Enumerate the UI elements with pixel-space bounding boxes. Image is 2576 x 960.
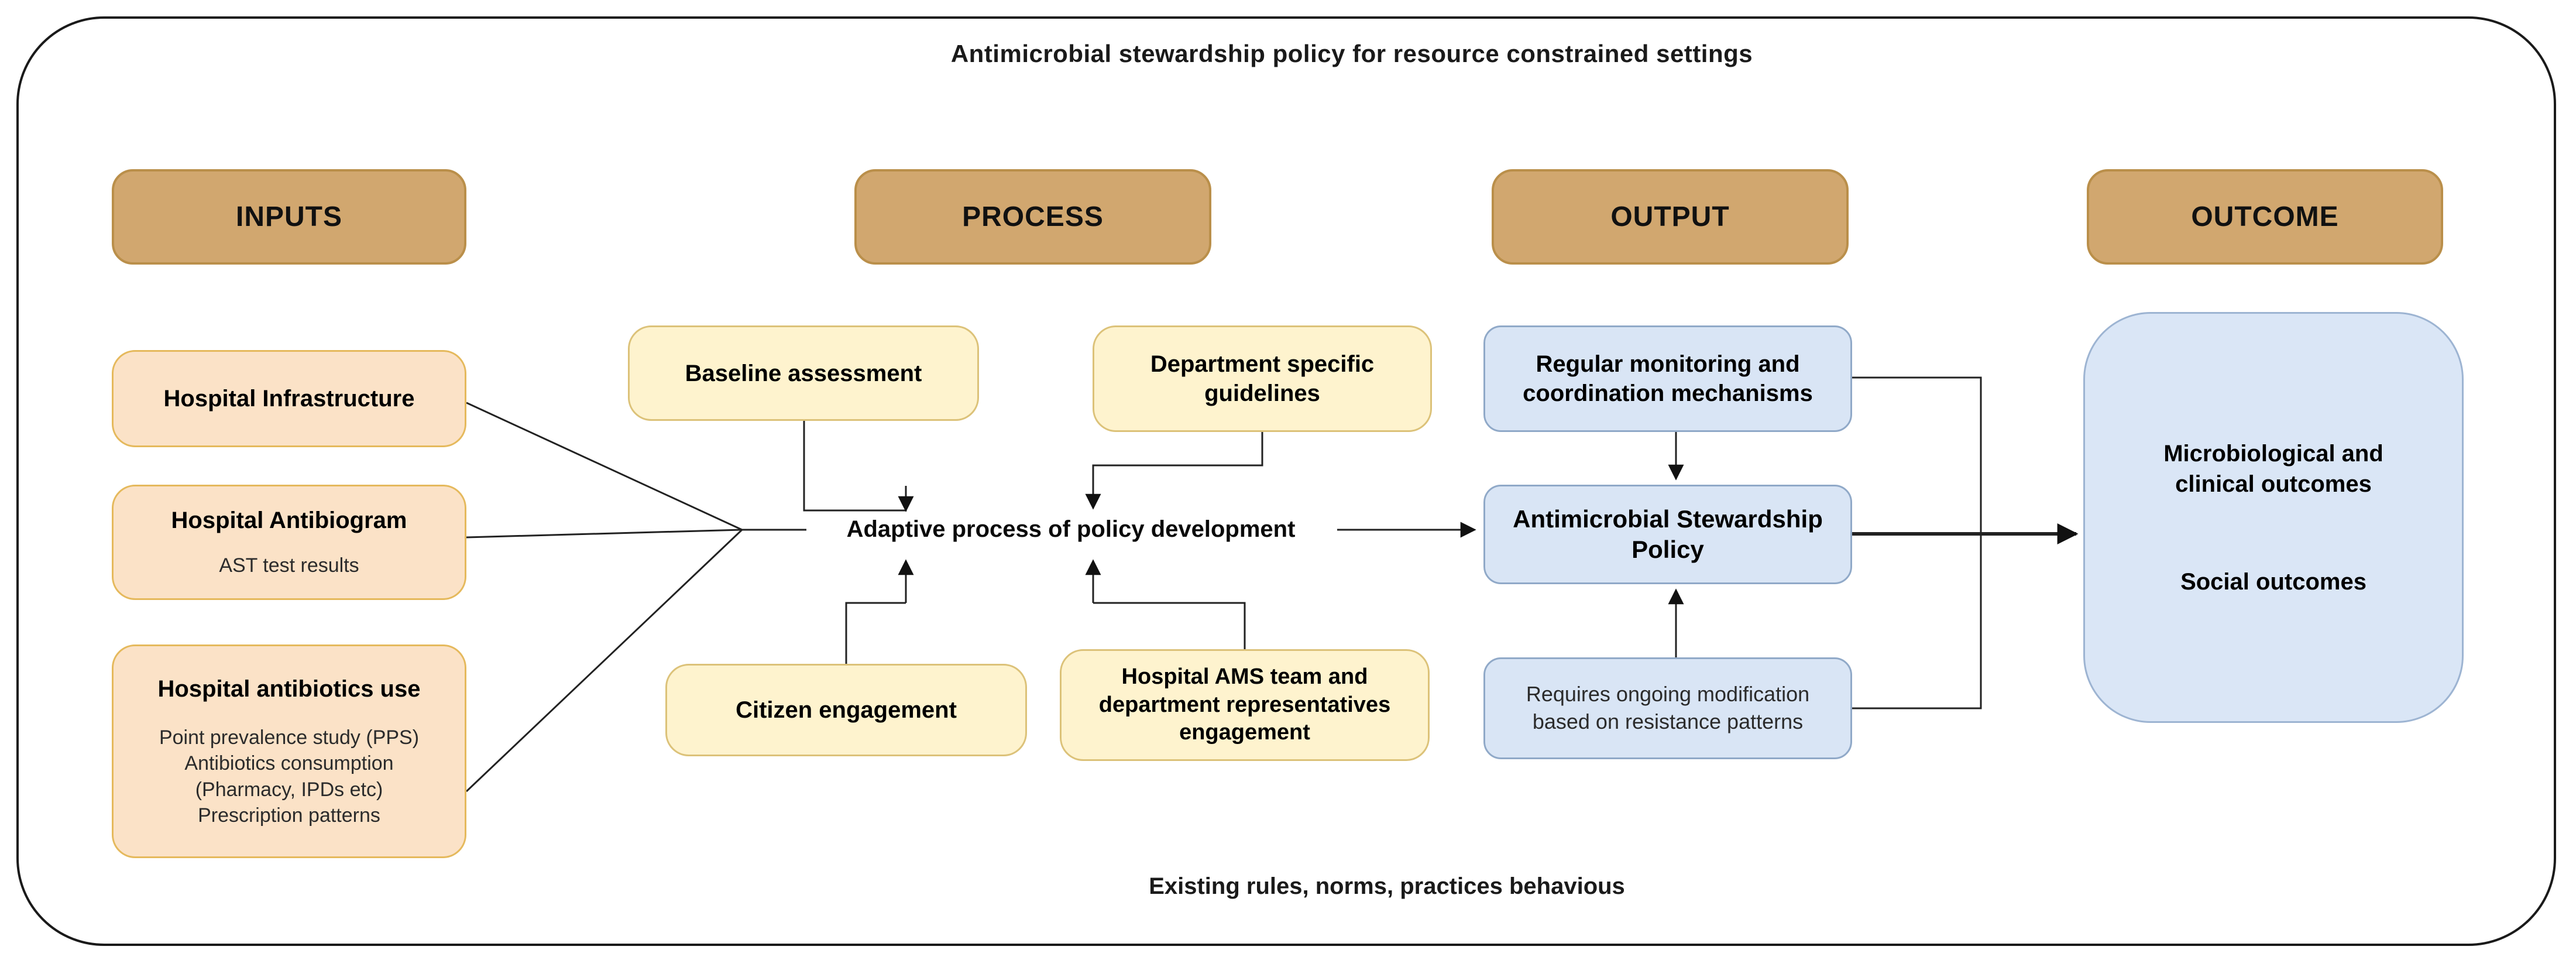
hospital-infrastructure-box: Hospital Infrastructure [112,350,466,447]
department-guidelines-title: Department specific guidelines [1150,351,1375,406]
requires-modification-text: Requires ongoing modification based on r… [1526,682,1810,733]
outcome-line-micro: Microbiological and clinical outcomes [2163,440,2383,497]
regular-monitoring-title: Regular monitoring and coordination mech… [1523,351,1813,406]
hospital-antibiotics-use-box: Hospital antibiotics use Point prevalenc… [112,644,466,858]
requires-modification-box: Requires ongoing modification based on r… [1483,657,1852,759]
citizen-engagement-title: Citizen engagement [736,697,957,723]
baseline-assessment-box: Baseline assessment [628,325,979,421]
adaptive-process-label: Adaptive process of policy development [846,516,1296,542]
baseline-assessment-title: Baseline assessment [685,360,922,386]
header-output: OUTPUT [1492,169,1849,265]
hospital-antibiotics-use-list: Point prevalence study (PPS) Antibiotics… [159,725,419,828]
list-item: Prescription patterns [198,804,380,827]
ams-team-box: Hospital AMS team and department represe… [1060,649,1430,761]
list-item: Antibiotics consumption [184,752,394,775]
header-outcome: OUTCOME [2087,169,2443,265]
department-guidelines-box: Department specific guidelines [1093,325,1432,432]
page-title: Antimicrobial stewardship policy for res… [950,40,1753,67]
header-inputs: INPUTS [112,169,466,265]
list-item: (Pharmacy, IPDs etc) [195,778,383,801]
hospital-antibiogram-title: Hospital Antibiogram [171,508,407,534]
hospital-antibiogram-box: Hospital Antibiogram AST test results [112,485,466,600]
hospital-infrastructure-title: Hospital Infrastructure [163,386,415,412]
citizen-engagement-box: Citizen engagement [665,664,1027,756]
regular-monitoring-box: Regular monitoring and coordination mech… [1483,325,1852,432]
list-item: Point prevalence study (PPS) [159,726,420,749]
stewardship-policy-box: Antimicrobial Stewardship Policy [1483,485,1852,584]
outcome-box: Microbiological and clinical outcomes So… [2083,312,2464,723]
hospital-antibiotics-use-title: Hospital antibiotics use [157,676,421,702]
footer-label: Existing rules, norms, practices behavio… [1149,873,1625,899]
ams-team-title: Hospital AMS team and department represe… [1098,664,1391,745]
header-process: PROCESS [854,169,1211,265]
hospital-antibiogram-subtitle: AST test results [219,554,359,577]
outcome-line-social: Social outcomes [2180,568,2367,595]
stewardship-policy-title: Antimicrobial Stewardship Policy [1513,505,1823,564]
